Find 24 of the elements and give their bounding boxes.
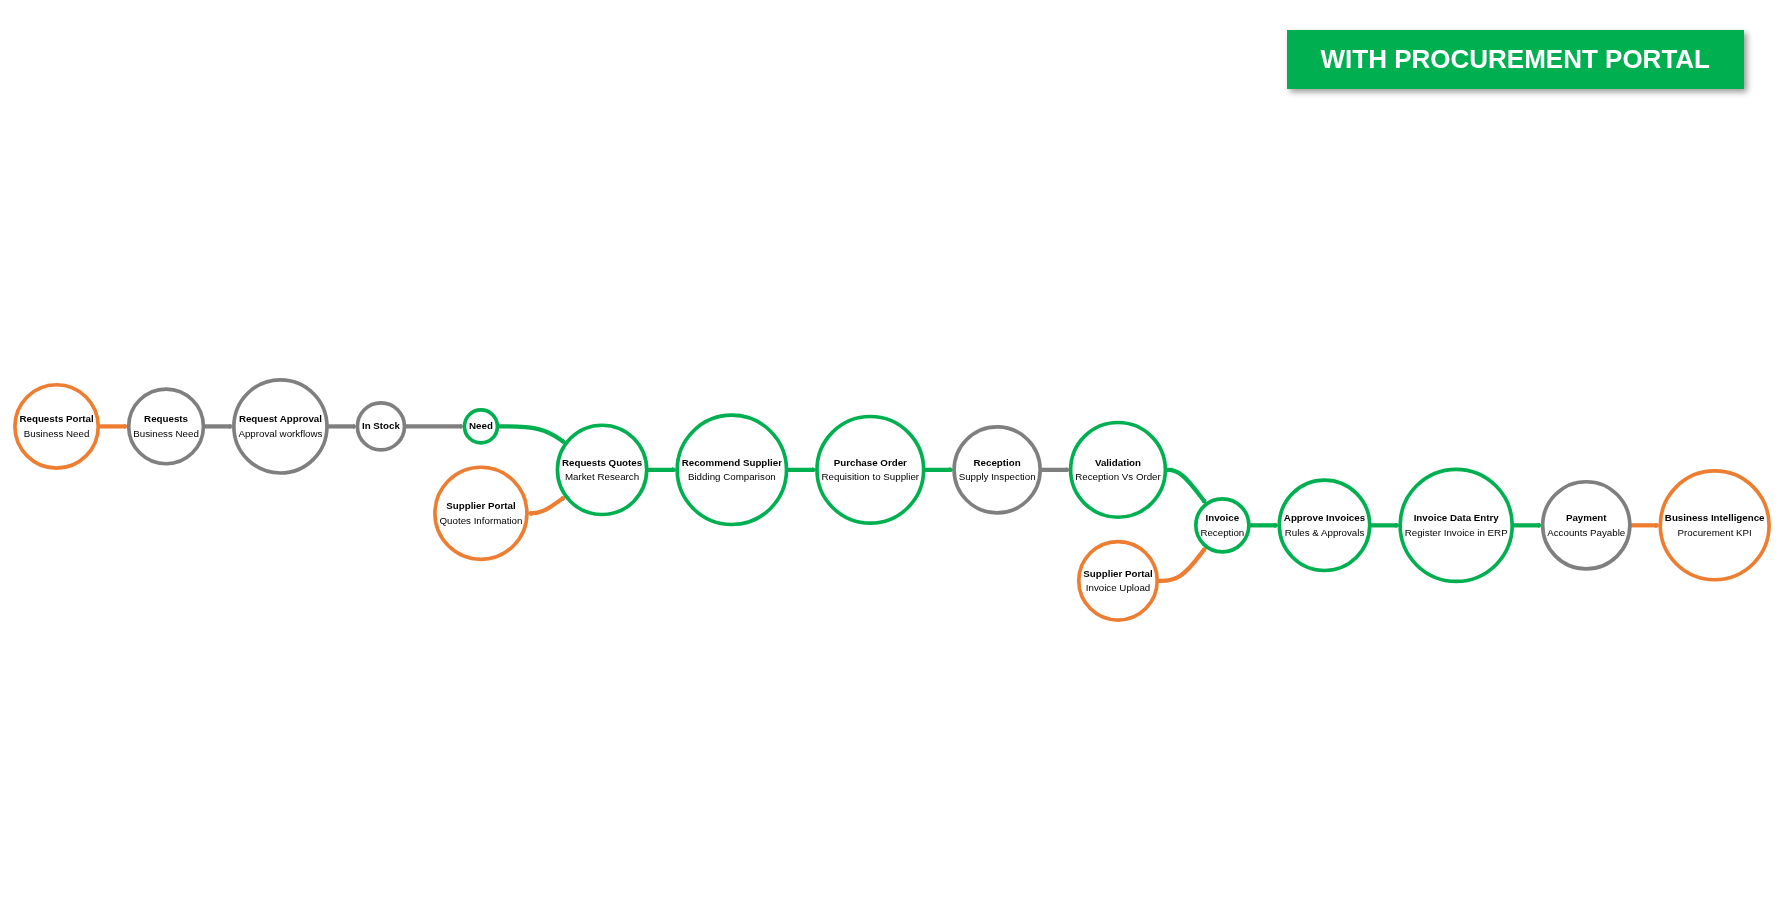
node-circle: Supplier Portal Quotes Information <box>433 465 529 562</box>
arrow <box>98 423 129 430</box>
node-circle: Requests Business Need <box>126 387 206 466</box>
node-circle: Reception Supply Inspection <box>952 425 1042 515</box>
node-circle: Requests Quotes Market Research <box>555 423 649 517</box>
node-circle: Recommend Supplier Bidding Comparison <box>675 413 789 527</box>
title-banner: WITH PROCUREMENT PORTAL <box>1286 30 1744 89</box>
node-circle: Payment Accounts Payable <box>1540 479 1632 571</box>
arrow <box>1040 467 1071 473</box>
node-circle: Requests Portal Business Need <box>13 382 101 470</box>
node-circle: In Stock <box>355 401 407 452</box>
node-circle: Approve Invoices Rules & Approvals <box>1277 478 1372 573</box>
node-circle: Invoice Data Entry Register Invoice in ERP <box>1398 467 1515 584</box>
arrow <box>326 423 358 430</box>
node-circle: Validation Reception Vs Order <box>1068 420 1168 520</box>
node-circle: Request Approval Approval workflows <box>232 378 329 475</box>
arrow <box>203 423 235 430</box>
node-circle: Need <box>462 408 500 445</box>
arrow <box>1512 522 1543 529</box>
node-circle: Business Intelligence Procurement KPI <box>1658 469 1771 582</box>
node-circle: Invoice Reception <box>1194 497 1251 554</box>
arrow <box>404 423 465 430</box>
node-circle: Supplier Portal Invoice Upload <box>1076 539 1160 622</box>
node-circle: Purchase Order Requisition to Supplier <box>815 414 926 526</box>
